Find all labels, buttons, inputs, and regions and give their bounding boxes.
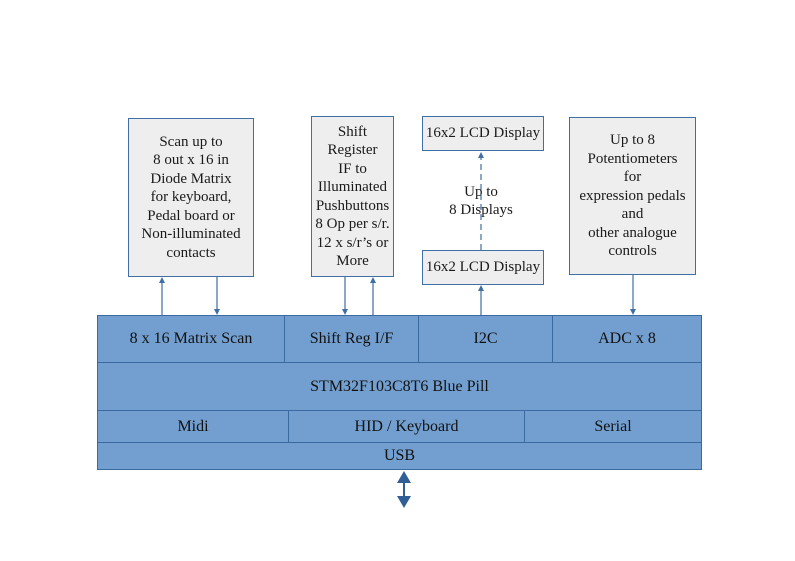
adc-block: ADC x 8 (552, 315, 702, 363)
i2c-up-arrow (478, 285, 484, 315)
potentiometers-box: Up to 8 Potentiometers for expression pe… (569, 117, 696, 275)
usb-block: USB (97, 442, 702, 470)
matrix-up-arrow (159, 277, 165, 315)
scan-matrix-box: Scan up to 8 out x 16 in Diode Matrix fo… (128, 118, 254, 277)
matrix-scan-block: 8 x 16 Matrix Scan (97, 315, 285, 363)
lcd-display-bottom-box: 16x2 LCD Display (422, 250, 544, 285)
i2c-block: I2C (418, 315, 553, 363)
adc-down-arrow (630, 275, 636, 315)
usb-bidirectional-arrow (397, 471, 411, 508)
lcd-display-top-box: 16x2 LCD Display (422, 116, 544, 151)
shift-reg-if-block: Shift Reg I/F (284, 315, 419, 363)
matrix-down-arrow (214, 277, 220, 315)
shift-up-arrow (370, 277, 376, 315)
displays-count-label: Up to 8 Displays (449, 184, 513, 218)
serial-block: Serial (524, 410, 702, 443)
hid-keyboard-block: HID / Keyboard (288, 410, 525, 443)
shift-down-arrow (342, 277, 348, 315)
lcd-chain-dashed-arrow (478, 152, 484, 250)
shift-register-box: Shift Register IF to Illuminated Pushbut… (311, 116, 394, 277)
